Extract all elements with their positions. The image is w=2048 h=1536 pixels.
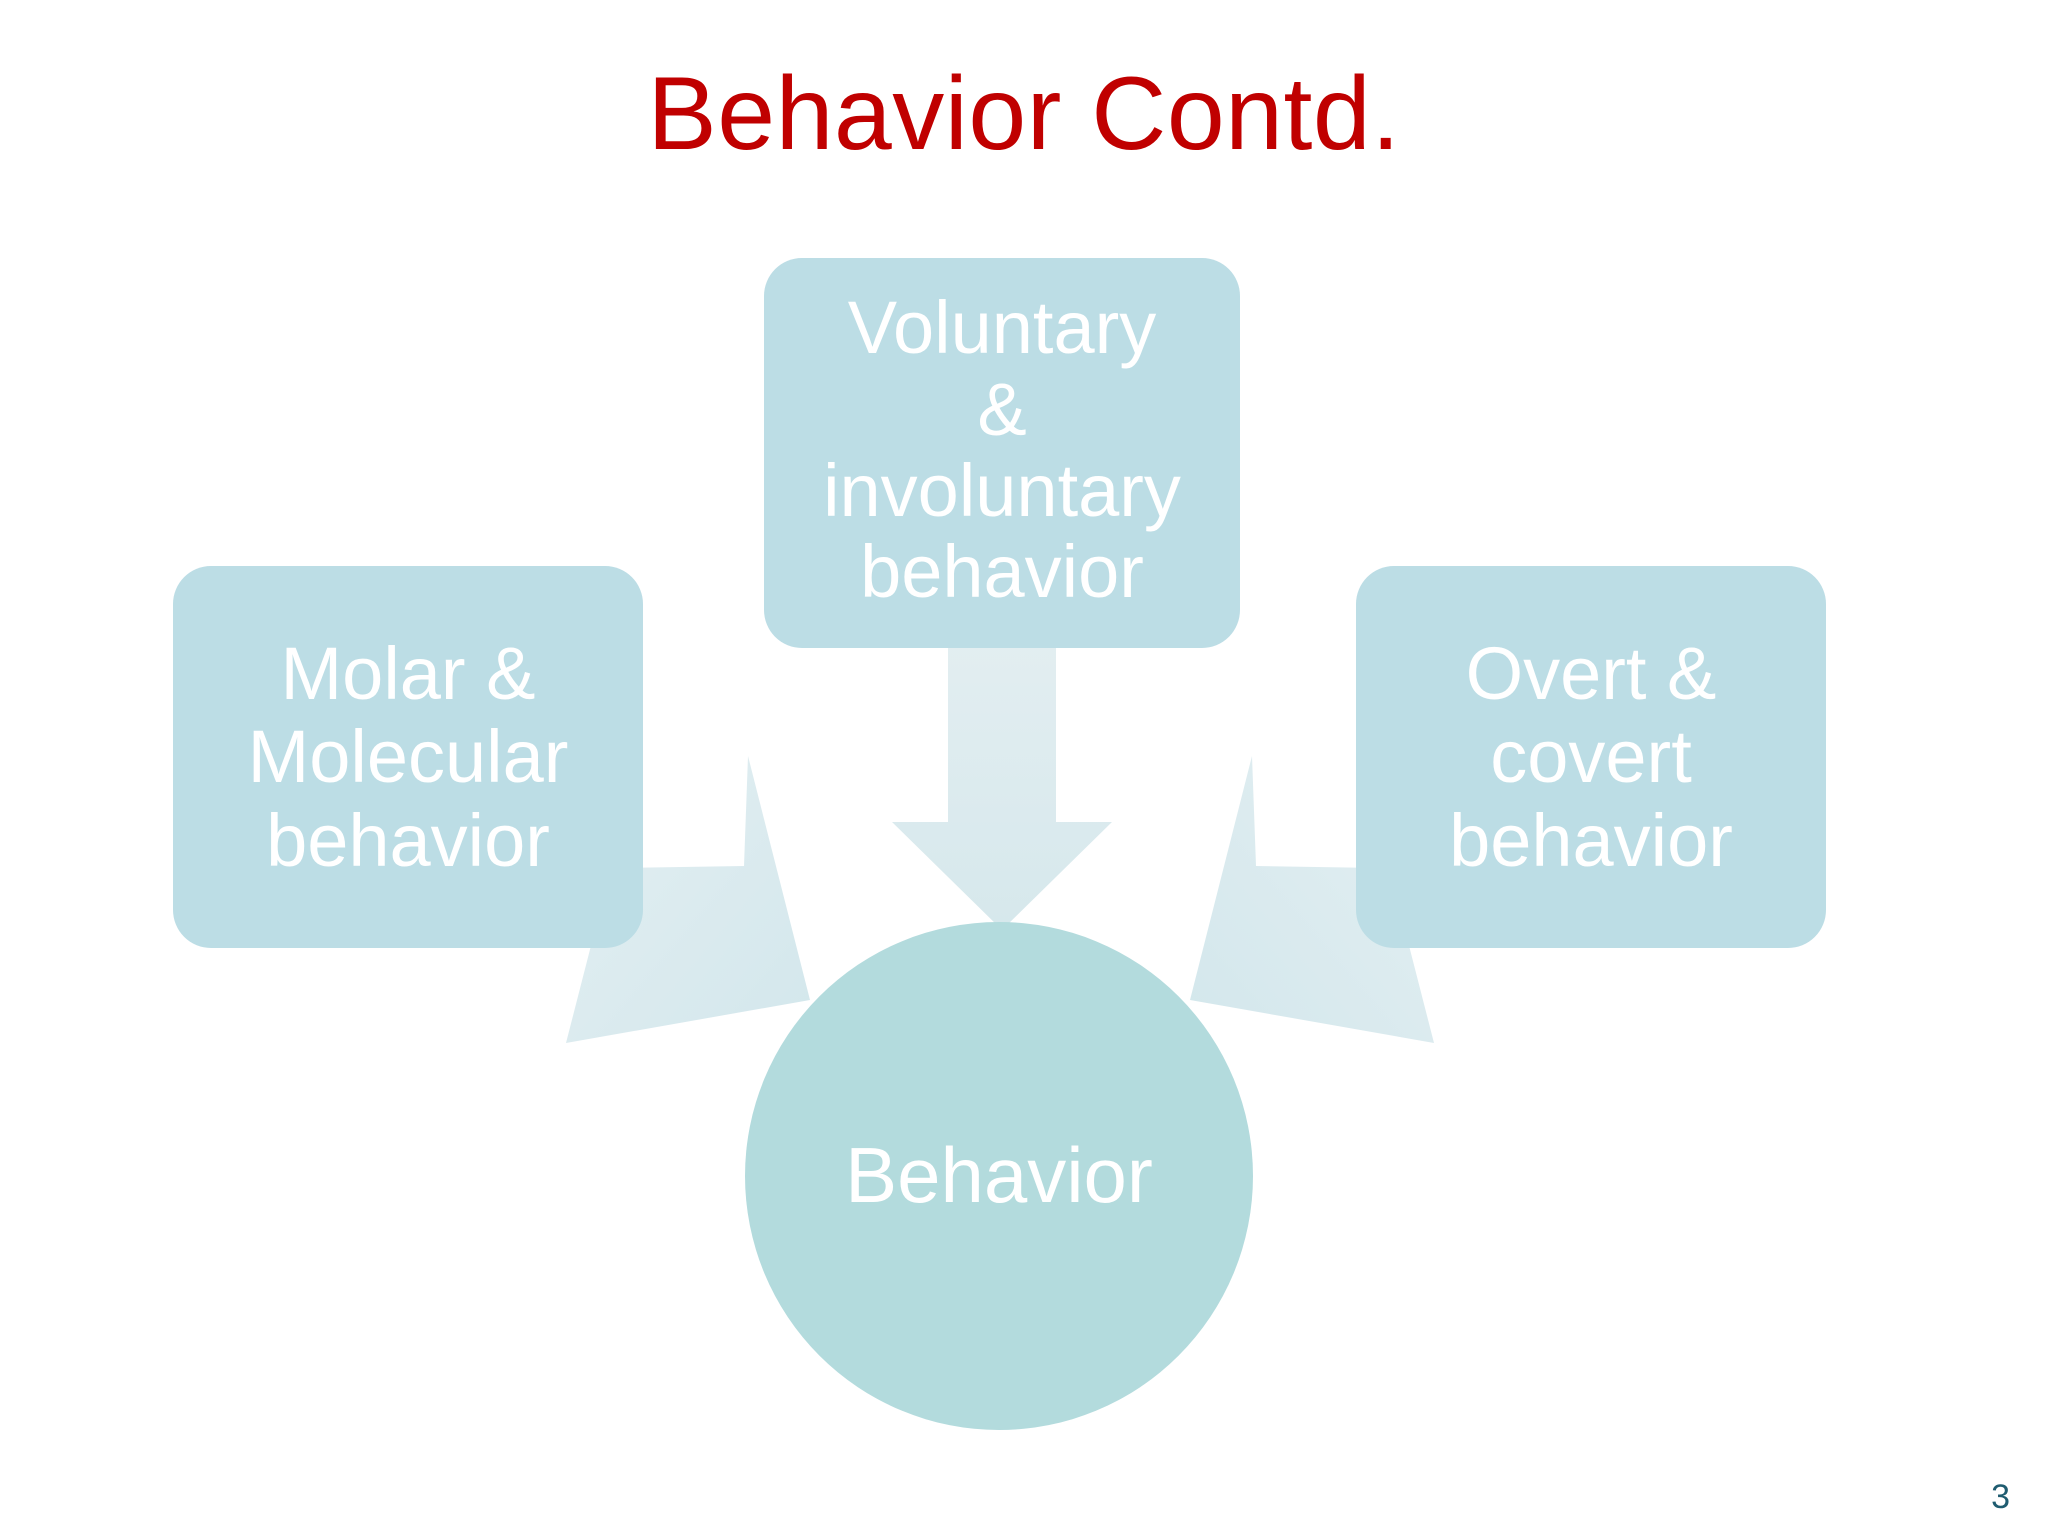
node-behavior-center[interactable]: Behavior	[745, 922, 1253, 1430]
arrow-down-icon	[892, 630, 1112, 930]
node-overt-covert[interactable]: Overt & covert behavior	[1356, 566, 1826, 948]
page-number: 3	[1991, 1478, 2010, 1516]
node-overt-covert-label: Overt & covert behavior	[1449, 631, 1733, 882]
arrow-down-left-icon	[1190, 756, 1434, 1043]
node-voluntary-involuntary[interactable]: Voluntary & involuntary behavior	[764, 258, 1240, 648]
node-behavior-center-label: Behavior	[845, 1131, 1153, 1220]
arrow-down-right-icon	[566, 756, 810, 1043]
node-voluntary-involuntary-label: Voluntary & involuntary behavior	[823, 286, 1181, 614]
page-title: Behavior Contd.	[647, 56, 1401, 172]
node-molar-molecular-label: Molar & Molecular behavior	[247, 631, 569, 882]
node-molar-molecular[interactable]: Molar & Molecular behavior	[173, 566, 643, 948]
